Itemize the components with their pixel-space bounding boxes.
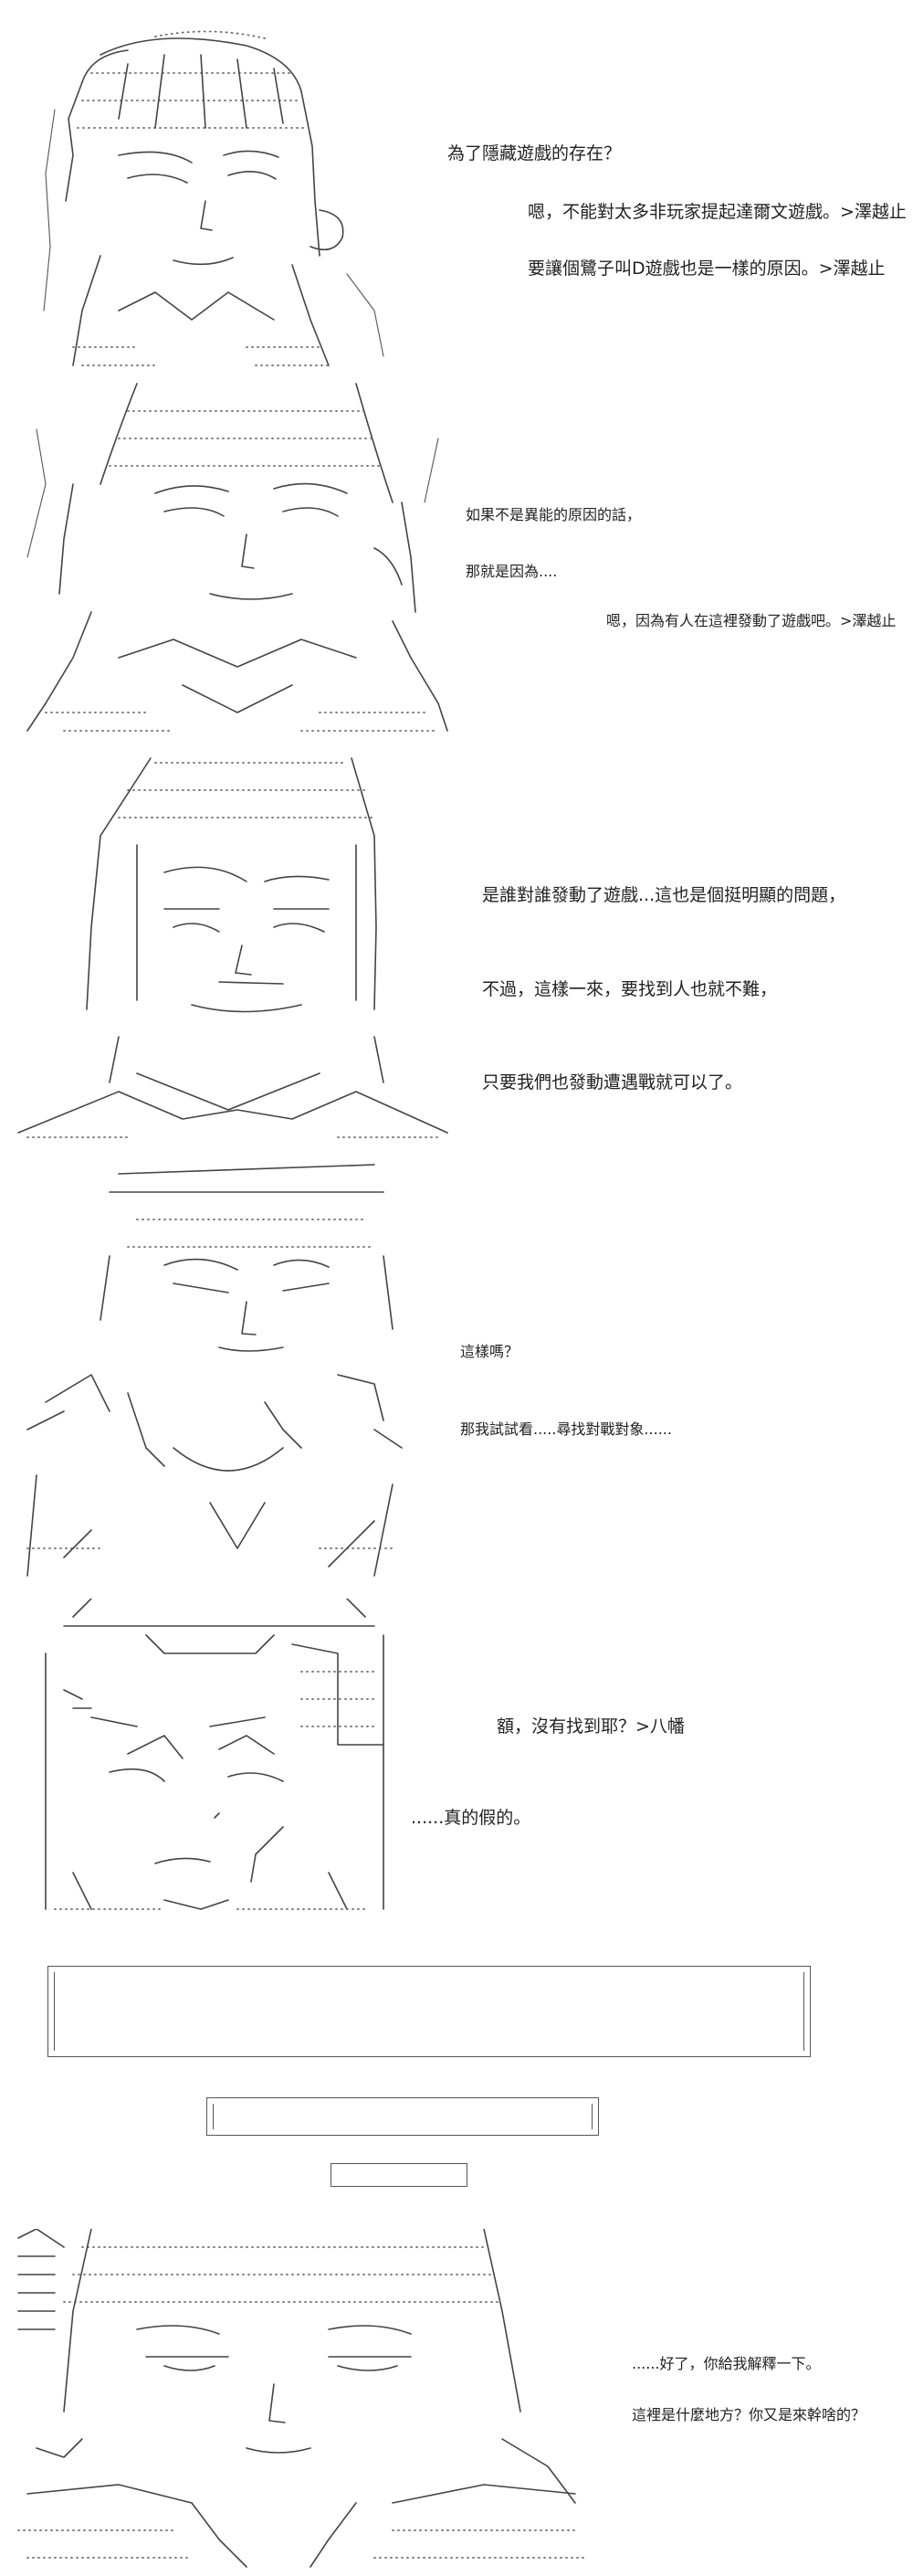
transition-box-inner (213, 2104, 593, 2129)
transition-box-large (47, 1966, 811, 2057)
dialogue-line: 嗯，不能對太多非玩家提起達爾文遊戲。>澤越止 (528, 202, 907, 222)
transition-box-small (331, 2163, 467, 2187)
panel-3: 是誰對誰發動了遊戲...這也是個挺明顯的問題， 不過，這樣一來，要找到人也就不難… (0, 744, 913, 1146)
ascii-art-character-3 (17, 757, 448, 1138)
dialogue-line: 不過，這樣一來，要找到人也就不難， (482, 979, 778, 999)
dialogue-line: 為了隱藏遊戲的存在？ (447, 143, 622, 164)
dialogue-line: 這樣嗎？ (460, 1343, 519, 1360)
dialogue-line: ......真的假的。 (411, 1808, 531, 1828)
ascii-art-character-5 (45, 1599, 384, 1910)
ascii-art-character-4 (26, 1164, 403, 1577)
panel-2: 如果不是異能的原因的話， 那就是因為.... 嗯，因為有人在這裡發動了遊戲吧。>… (0, 365, 913, 732)
dialogue-line: 是誰對誰發動了遊戲...這也是個挺明顯的問題， (482, 885, 846, 905)
panel-4: 這樣嗎？ 那我試試看.....尋找對戰對象...... (0, 1146, 913, 1577)
dialogue-line: 嗯，因為有人在這裡發動了遊戲吧。>澤越止 (606, 612, 897, 629)
dialogue-line: ......好了，你給我解釋一下。 (632, 2355, 821, 2372)
dialogue-line: 只要我們也發動遭遇戰就可以了。 (482, 1072, 743, 1093)
dialogue-line: 如果不是異能的原因的話， (466, 506, 642, 523)
dialogue-line: 這裡是什麼地方？你又是來幹啥的？ (632, 2406, 866, 2423)
ascii-art-character-1 (43, 30, 384, 366)
panel-6: ......好了，你給我解釋一下。 這裡是什麼地方？你又是來幹啥的？ (0, 2220, 913, 2568)
panel-5: 額，沒有找到耶？>八幡 ......真的假的。 (0, 1589, 913, 1918)
transition-box-medium (206, 2097, 599, 2136)
dialogue-line: 那就是因為.... (466, 563, 558, 580)
dialogue-line: 那我試試看.....尋找對戰對象...... (460, 1420, 672, 1438)
dialogue-line: 要讓個鷺子叫D遊戲也是一樣的原因。>澤越止 (528, 259, 886, 279)
ascii-art-character-2 (26, 383, 448, 732)
ascii-art-character-6 (17, 2229, 585, 2568)
panel-1: 為了隱藏遊戲的存在？ 嗯，不能對太多非玩家提起達爾文遊戲。>澤越止 要讓個鷺子叫… (0, 0, 913, 366)
dialogue-line: 額，沒有找到耶？>八幡 (497, 1716, 685, 1737)
transition-box-inner (54, 1972, 804, 2051)
